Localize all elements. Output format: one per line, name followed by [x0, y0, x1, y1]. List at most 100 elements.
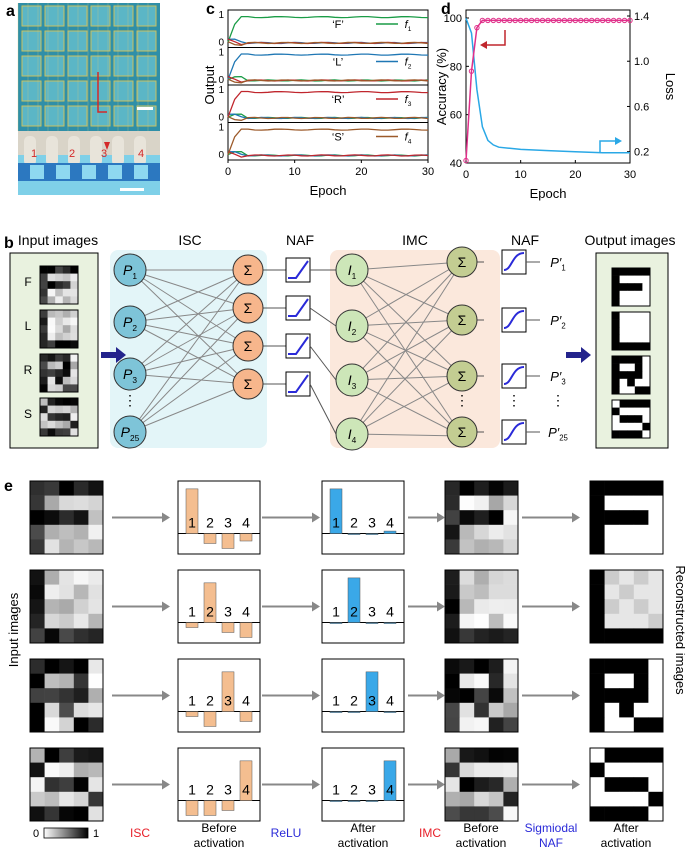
- pixel: [604, 599, 620, 615]
- y-axis-title: Accuracy (%): [434, 48, 449, 125]
- accuracy-line: [465, 19, 630, 161]
- pixel: [634, 407, 643, 416]
- accuracy-point: [616, 17, 622, 24]
- pixel: [459, 748, 475, 763]
- input-node-label: P3: [123, 366, 137, 385]
- pixel: [30, 717, 45, 733]
- imc-sum-node: [446, 360, 478, 392]
- pixel: [59, 599, 75, 615]
- pixel: [44, 717, 60, 733]
- output-image-S: [611, 399, 651, 439]
- bar-before: [221, 622, 235, 633]
- chip-cell: [67, 105, 88, 127]
- pixel: [55, 405, 64, 414]
- pixel: [62, 413, 71, 422]
- chip-cell: [44, 105, 65, 127]
- pixel: [612, 319, 620, 328]
- connection-line: [351, 433, 463, 437]
- pixel: [474, 717, 490, 733]
- input-node: [113, 305, 147, 339]
- pixel: [459, 791, 475, 807]
- pixel: [619, 342, 628, 351]
- pixel: [62, 266, 71, 274]
- before-activation-label: activation: [456, 836, 507, 850]
- flow-arrow-head: [572, 601, 580, 612]
- connector: [309, 307, 337, 327]
- pixel: [59, 524, 75, 540]
- isc-region: [110, 250, 267, 448]
- x-tick-label: 10: [289, 166, 301, 178]
- pixel: [648, 659, 664, 674]
- pixel: [30, 673, 45, 689]
- pixel: [627, 327, 636, 336]
- flow-arrow: [101, 347, 126, 363]
- pixel: [47, 369, 56, 378]
- pixel: [70, 266, 79, 274]
- series-line-f4: [227, 128, 429, 155]
- pixel: [70, 369, 79, 378]
- connector: [309, 383, 337, 435]
- pixel: [59, 570, 75, 585]
- bar-after: [383, 711, 397, 713]
- pixel: [642, 422, 651, 431]
- accuracy-point: [572, 17, 579, 24]
- pixel: [633, 539, 649, 555]
- pixel: [88, 762, 104, 778]
- pixel: [30, 495, 45, 511]
- x-tick-label: 20: [355, 166, 367, 178]
- x-tick-label: 30: [624, 169, 636, 181]
- pixel: [44, 584, 60, 600]
- y-tick-label: 1: [218, 85, 224, 96]
- pixel: [604, 659, 620, 674]
- accuracy-point: [550, 17, 557, 24]
- pixel: [503, 584, 519, 600]
- reconstructed-images-side-label: Reconstructed images: [673, 565, 685, 695]
- pixel: [619, 628, 635, 644]
- image-frame: [29, 747, 104, 822]
- output-node-label: P′3: [550, 369, 565, 387]
- pixel: [612, 422, 620, 431]
- flow-arrow-head: [312, 779, 320, 790]
- reconstructed-image-row4: [589, 747, 664, 822]
- input-image-L: [39, 309, 79, 349]
- pixel: [619, 312, 628, 320]
- pixel: [62, 340, 71, 349]
- pixel: [44, 539, 60, 555]
- flow-arrow-head: [312, 690, 320, 701]
- pixel: [642, 334, 651, 343]
- flow-arrow-head: [437, 512, 445, 523]
- pixel: [73, 570, 89, 585]
- pixel: [612, 312, 620, 320]
- pixel: [634, 334, 643, 343]
- pixel: [503, 599, 519, 615]
- pixel: [30, 702, 45, 718]
- pixel: [59, 762, 75, 778]
- pixel: [474, 688, 490, 704]
- section-title-isc: ISC: [178, 232, 201, 248]
- bar-label: 4: [386, 782, 394, 798]
- pixel: [55, 398, 64, 406]
- pixel: [634, 378, 643, 387]
- pixel: [642, 430, 651, 439]
- flow-arrow-head: [312, 601, 320, 612]
- pixel: [612, 334, 620, 343]
- pixel: [619, 298, 628, 307]
- series-line-f1: [227, 15, 429, 43]
- connection-line: [129, 373, 249, 385]
- pixel: [47, 405, 56, 414]
- pixel: [604, 791, 620, 807]
- class-letter: ‘S’: [332, 132, 344, 144]
- pixel: [648, 791, 664, 807]
- pixel: [642, 386, 651, 395]
- pixel: [474, 762, 490, 778]
- pixel: [619, 791, 635, 807]
- flow-arrow-head: [162, 512, 170, 523]
- pixel: [633, 806, 649, 822]
- pixel: [648, 524, 664, 540]
- pixel: [30, 570, 45, 585]
- pixel: [619, 378, 628, 387]
- pixel: [70, 405, 79, 414]
- before-naf-image-row3: [444, 658, 519, 733]
- pixel: [619, 319, 628, 328]
- series-line-f3: [227, 150, 429, 158]
